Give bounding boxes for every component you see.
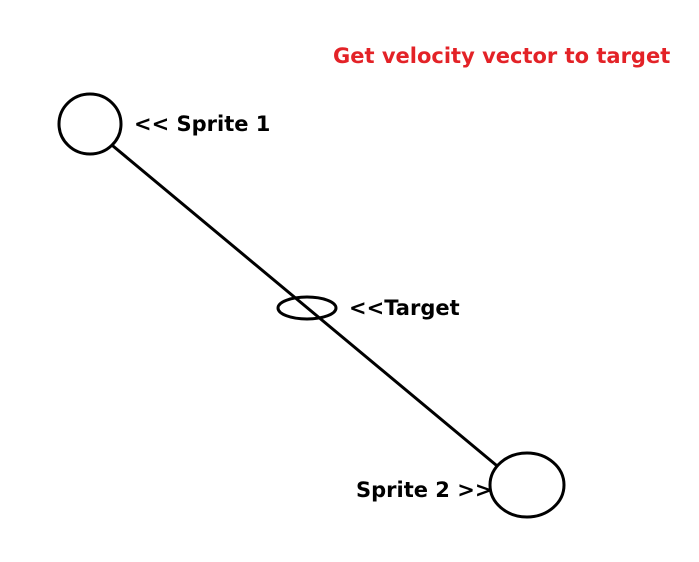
sprite-2-circle [488,451,566,519]
path-line [111,144,498,467]
diagram-title: Get velocity vector to target [333,44,670,68]
sprite-1-label: << Sprite 1 [134,112,270,136]
sprite-2-label: Sprite 2 >> [356,478,492,502]
target-label: <<Target [349,296,460,320]
sprite-1-circle [57,92,123,156]
target-ellipse [276,295,338,321]
